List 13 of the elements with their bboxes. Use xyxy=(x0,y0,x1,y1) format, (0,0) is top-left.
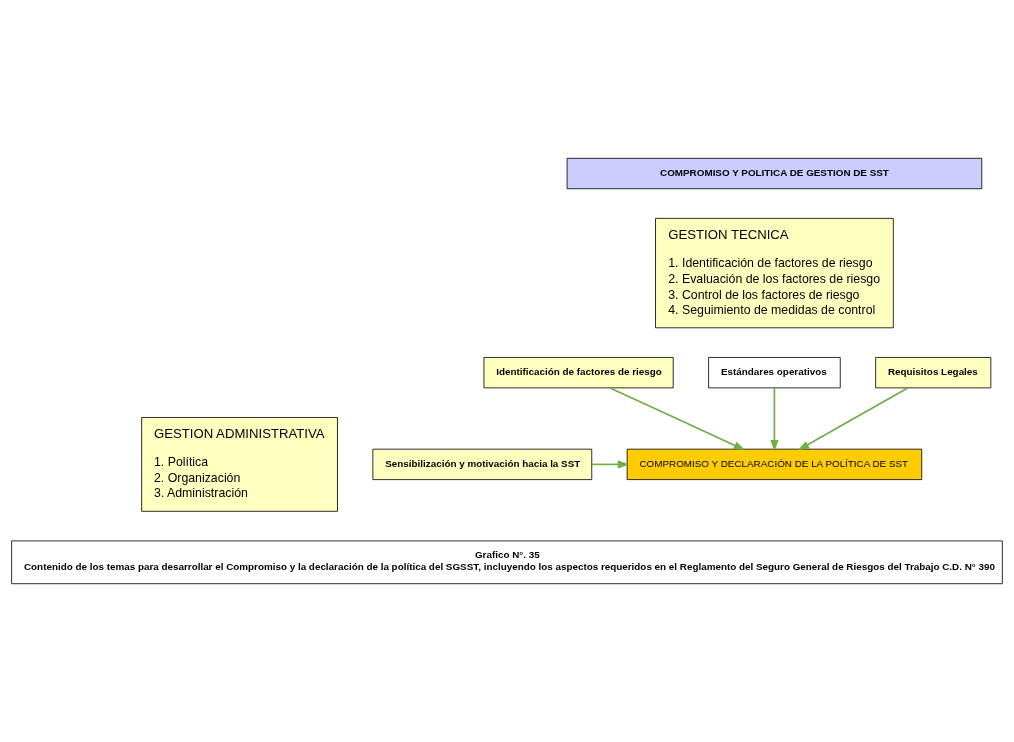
node-box: Identificación de factores de riesgo xyxy=(483,357,674,389)
arrow xyxy=(770,387,779,452)
node-box: COMPROMISO Y DECLARACIÓN DE LA POLÍTICA DE SST xyxy=(626,448,923,481)
arrow xyxy=(609,387,746,451)
arrow xyxy=(797,387,909,451)
node-box: Sensibilización y motivación hacia la SST xyxy=(372,448,593,481)
node-box: Estándares operativos xyxy=(708,357,841,389)
node-box: Grafico N°. 35 Contenido de los temas para desarrollar el Compromiso y la declaración de la política del SGSST, incluyendo los aspectos requeridos en el Reglamento del Seguro General de Riesgos del Trabajo C.D. N° 390 xyxy=(11,540,1003,585)
arrow xyxy=(591,460,630,469)
node-box: GESTION ADMINISTRATIVA 1. Política 2. Organización 3. Administración xyxy=(141,417,338,512)
node-box: Requisitos Legales xyxy=(875,357,992,389)
node-box: GESTION TECNICA 1. Identificación de factores de riesgo 2. Evaluación de los factores de riesgo 3. Control de los factores de riesgo 4. Seguimiento de medidas de control xyxy=(655,217,894,329)
node-box: COMPROMISO Y POLITICA DE GESTION DE SST xyxy=(566,157,983,190)
